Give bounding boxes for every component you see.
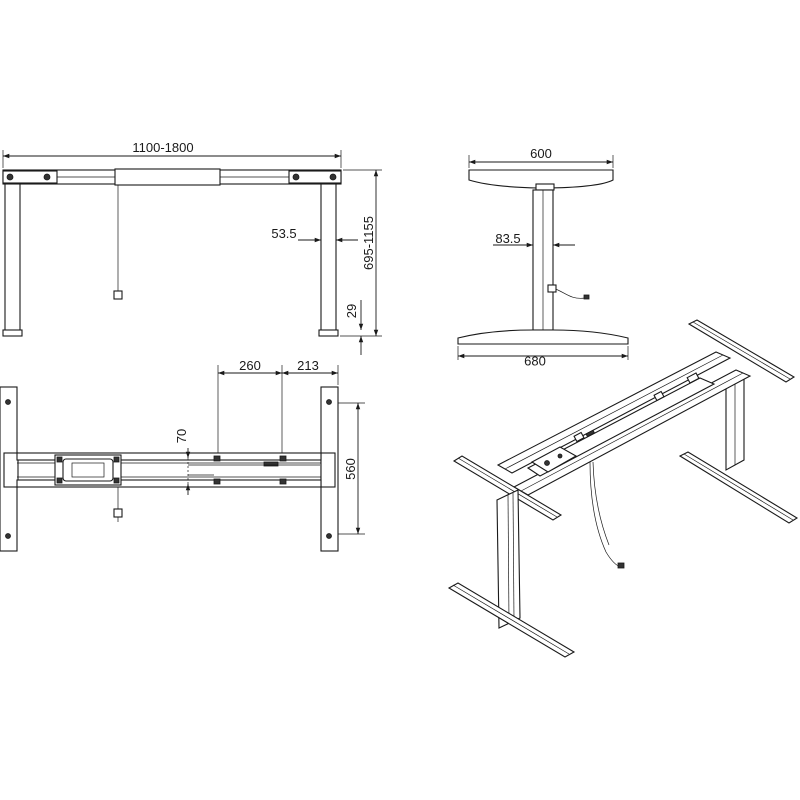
dim-top-c-label: 70 [174,429,189,443]
front-foot-right [318,329,339,337]
side-motor-cable [552,287,586,299]
side-foot [457,329,629,345]
iso-bracket-front [452,455,563,521]
front-view: 1100-1800 695-1155 53.5 29 [2,140,382,355]
top-view: 260 213 70 560 [0,358,365,552]
side-view: 600 83.5 680 [457,146,629,369]
front-bracket-right [288,170,342,184]
dim-top-b-label: 213 [297,358,319,373]
dim-top-a-label: 260 [239,358,261,373]
top-beam-lower [16,479,322,488]
dim-front-offset-label: 53.5 [271,226,296,241]
iso-cable [589,461,622,568]
top-beam-upper [16,452,322,461]
front-leg-left [4,183,21,333]
dim-side-column-label: 83.5 [495,231,520,246]
iso-beam-upper [496,351,732,474]
front-bracket-left [2,170,58,184]
dim-front-foot-label: 29 [344,304,359,318]
front-crossbar-sleeve [114,168,221,186]
dim-front-height-label: 695-1155 [361,216,376,270]
dim-top-depth-label: 560 [343,458,358,480]
isometric-view [447,319,799,658]
iso-bracket-back [687,319,796,383]
front-leg-right [320,183,337,333]
iso-foot-back [678,451,799,524]
dim-side-foot-label: 680 [524,354,546,369]
top-handset [113,508,123,518]
dim-side-top-label: 600 [530,146,552,161]
dim-front-width-label: 1100-1800 [132,140,193,155]
front-handset [113,290,123,300]
iso-control-box [530,446,578,473]
front-foot-left [2,329,23,337]
